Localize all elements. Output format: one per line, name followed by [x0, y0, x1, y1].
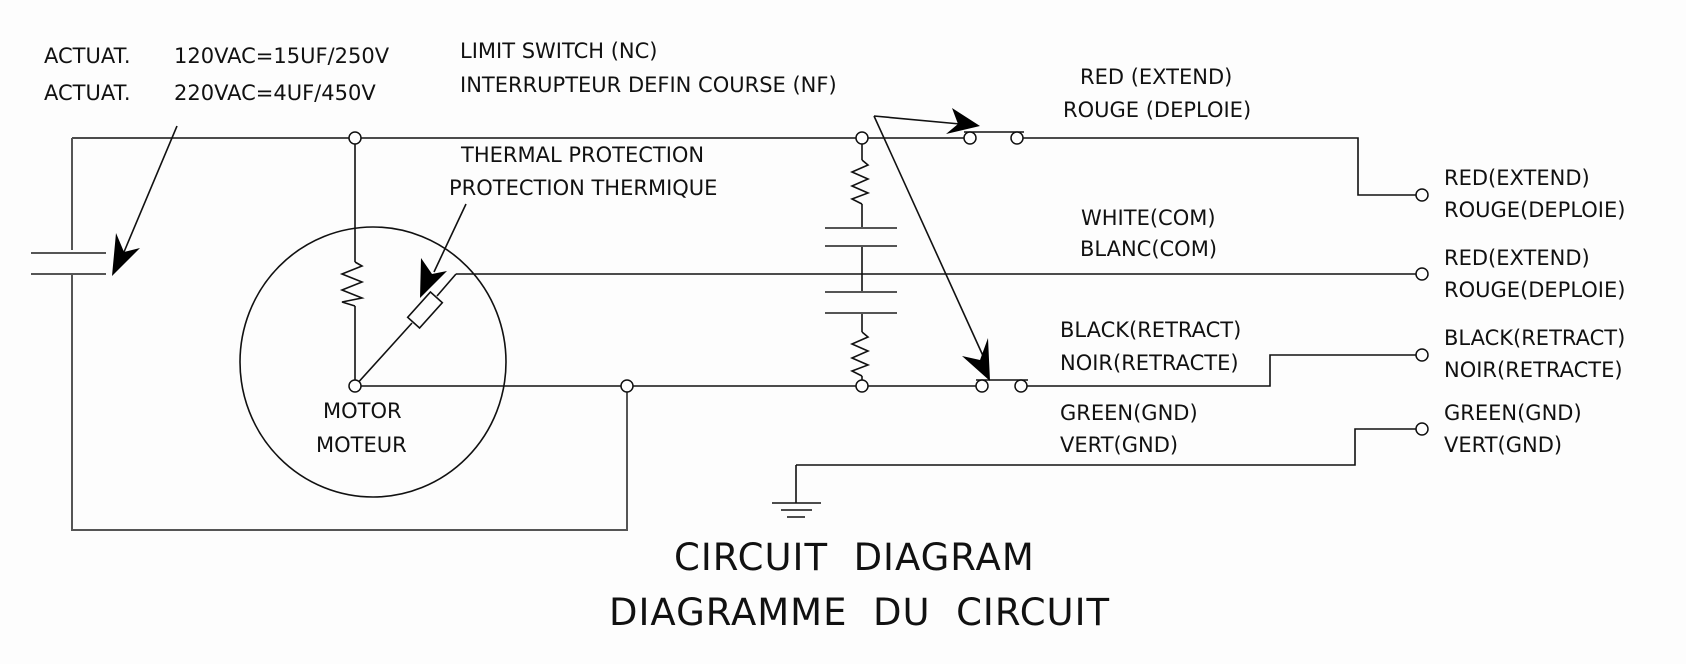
motor-winding-resistor — [339, 261, 365, 307]
inline-label-red-extend-fr: ROUGE (DEPLOIE) — [1063, 98, 1251, 122]
inline-label-red-extend: RED (EXTEND) ROUGE (DEPLOIE) — [1063, 65, 1251, 122]
wire-ground — [795, 428, 1422, 503]
terminal-label-2-fr: ROUGE(DEPLOIE) — [1444, 278, 1625, 302]
wire-top-rail — [72, 137, 1422, 196]
junction-node — [855, 131, 869, 145]
thermal-protection-label-fr: PROTECTION THERMIQUE — [449, 176, 717, 200]
terminal-label-4-en: GREEN(GND) — [1444, 401, 1582, 425]
arrowhead-icon — [946, 108, 980, 134]
terminal-label-4-fr: VERT(GND) — [1444, 433, 1562, 457]
terminal-node-red-1 — [1415, 188, 1429, 202]
wire-bottom-rail — [355, 354, 1422, 387]
rc-capacitor-bottom — [825, 291, 897, 314]
limit-switch-label-fr: INTERRUPTEUR DEFIN COURSE (NF) — [460, 73, 837, 97]
limit-switch-extend — [963, 131, 1024, 145]
arrowhead-icon — [962, 338, 990, 381]
junction-nodes — [348, 131, 869, 393]
thermal-protection-label: THERMAL PROTECTION PROTECTION THERMIQUE — [449, 143, 717, 200]
inline-label-black-retract-en: BLACK(RETRACT) — [1060, 318, 1241, 342]
diagram-title: CIRCUIT DIAGRAM DIAGRAMME DU CIRCUIT — [609, 536, 1110, 634]
inline-label-white-com: WHITE(COM) BLANC(COM) — [1080, 206, 1217, 261]
terminal-node-red-2 — [1415, 267, 1429, 281]
rc-capacitor-top — [825, 227, 897, 247]
terminal-label-1-fr: ROUGE(DEPLOIE) — [1444, 198, 1625, 222]
capacitor-note-value-2: 220VAC=4UF/450V — [174, 81, 376, 105]
run-capacitor — [31, 252, 106, 275]
diagram-title-fr: DIAGRAMME DU CIRCUIT — [609, 591, 1110, 634]
ground-icon — [772, 502, 821, 518]
junction-node — [855, 379, 869, 393]
terminal-label-1-en: RED(EXTEND) — [1444, 166, 1590, 190]
limit-switch-label: LIMIT SWITCH (NC) INTERRUPTEUR DEFIN COU… — [460, 39, 837, 97]
motor-label-fr: MOTEUR — [316, 433, 407, 457]
motor-label-en: MOTOR — [323, 399, 402, 423]
motor-circle — [239, 226, 507, 498]
thermal-protector — [406, 290, 444, 330]
inline-label-black-retract: BLACK(RETRACT) NOIR(RETRACTE) — [1060, 318, 1241, 375]
capacitor-note-prefix-2: ACTUAT. — [44, 81, 131, 105]
inline-label-white-com-fr: BLANC(COM) — [1080, 237, 1217, 261]
thermal-protection-label-en: THERMAL PROTECTION — [460, 143, 704, 167]
terminal-label-3-en: BLACK(RETRACT) — [1444, 326, 1625, 350]
rc-resistor-bottom — [850, 331, 871, 377]
inline-label-white-com-en: WHITE(COM) — [1081, 206, 1216, 230]
inline-label-green-gnd-en: GREEN(GND) — [1060, 401, 1198, 425]
output-terminals — [1415, 188, 1429, 436]
arrow-capacitor-note — [112, 125, 178, 276]
terminal-node-black — [1415, 348, 1429, 362]
diagram-title-en: CIRCUIT DIAGRAM — [674, 536, 1035, 579]
wire-left-loop — [71, 138, 628, 531]
limit-switch-retract — [975, 379, 1028, 393]
terminal-label-2-en: RED(EXTEND) — [1444, 246, 1590, 270]
inline-label-black-retract-fr: NOIR(RETRACTE) — [1060, 351, 1239, 375]
inline-label-green-gnd: GREEN(GND) VERT(GND) — [1060, 401, 1198, 457]
limit-switch-label-en: LIMIT SWITCH (NC) — [460, 39, 657, 63]
inline-label-green-gnd-fr: VERT(GND) — [1060, 433, 1178, 457]
arrow-limit-switch-retract — [873, 115, 990, 381]
arrowhead-icon — [420, 258, 447, 298]
junction-node — [620, 379, 634, 393]
arrowhead-icon — [112, 233, 140, 276]
terminal-label-3-fr: NOIR(RETRACTE) — [1444, 358, 1623, 382]
arrow-limit-switch-extend — [873, 108, 980, 134]
wire-thermal-diagonal — [354, 273, 457, 387]
terminal-node-green — [1415, 422, 1429, 436]
wires — [71, 137, 1422, 531]
inline-label-red-extend-en: RED (EXTEND) — [1080, 65, 1232, 89]
motor-label: MOTOR MOTEUR — [316, 399, 407, 457]
capacitor-note-prefix-1: ACTUAT. — [44, 44, 131, 68]
capacitor-note-value-1: 120VAC=15UF/250V — [174, 44, 390, 68]
arrow-thermal-protection — [420, 203, 467, 298]
capacitor-note: ACTUAT. 120VAC=15UF/250V ACTUAT. 220VAC=… — [44, 44, 390, 105]
junction-node — [348, 131, 362, 145]
terminal-labels: RED(EXTEND) ROUGE(DEPLOIE) RED(EXTEND) R… — [1444, 166, 1625, 457]
rc-resistor-top — [850, 159, 871, 205]
junction-node — [348, 379, 362, 393]
